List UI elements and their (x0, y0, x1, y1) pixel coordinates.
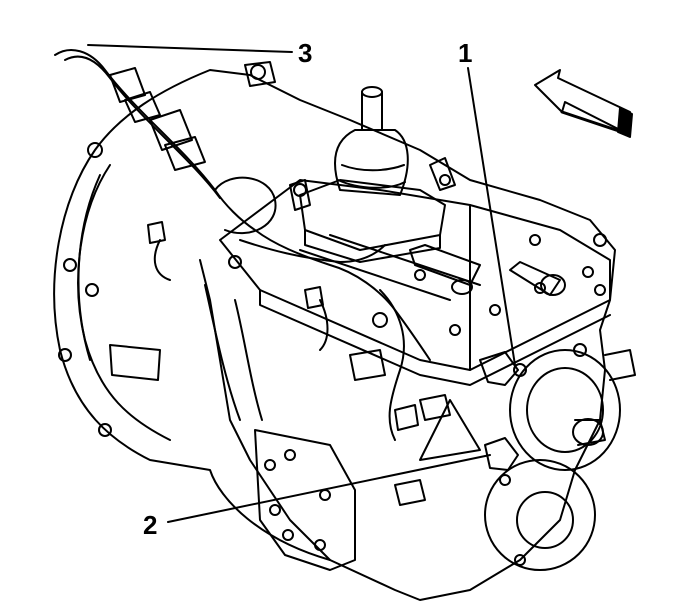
cover-bolt (450, 325, 460, 335)
cover-bolt (594, 234, 606, 246)
rear-bolt (515, 555, 525, 565)
cover-bolt (490, 305, 500, 315)
harness-branch (380, 290, 404, 440)
harness-main (55, 50, 430, 360)
extension-bolt (574, 344, 586, 356)
shifter-tab (430, 158, 455, 190)
harness-branch-2 (240, 240, 385, 262)
cutaway-triangle (420, 400, 480, 460)
harness-clip-bolt (229, 256, 241, 268)
shifter-boot-fold (338, 180, 405, 188)
sensor-1 (480, 352, 518, 385)
rear-housing-center (517, 492, 573, 548)
cover-bolt (440, 175, 450, 185)
side-cover-bolt (285, 450, 295, 460)
housing-window (110, 345, 160, 380)
callout-1: 1 (458, 38, 473, 68)
housing-bolt (86, 284, 98, 296)
shifter-lever (362, 92, 382, 130)
side-cover-bolt (265, 460, 275, 470)
side-cover-bolt (283, 530, 293, 540)
shifter-tab (290, 180, 310, 210)
shifter-lever-top (362, 87, 382, 97)
cover-cylinder (410, 245, 480, 285)
cover-bolt (530, 235, 540, 245)
extension-housing (510, 350, 620, 470)
harness-branch-3 (320, 300, 328, 350)
callout-2: 2 (143, 510, 158, 540)
harness-loop (215, 178, 276, 233)
cover-bolt (535, 283, 545, 293)
shifter-boot-fold (342, 165, 404, 170)
output-shaft-body (575, 420, 605, 445)
housing-bolt (64, 259, 76, 271)
extension-bolt (514, 364, 526, 376)
side-cover-bolt (320, 490, 330, 500)
side-cover (255, 430, 355, 570)
top-cover-rib (330, 235, 480, 285)
leader-line-1 (468, 68, 515, 365)
side-cover-bolt (270, 505, 280, 515)
cover-bolt (415, 270, 425, 280)
top-cover-edge (260, 290, 610, 385)
harness-clip (305, 287, 323, 308)
harness-connector (110, 68, 145, 102)
cover-boss (452, 280, 472, 294)
rear-housing (485, 460, 595, 570)
bell-housing-rim (78, 165, 170, 440)
harness-connector (150, 110, 192, 150)
shifter-base-edge (305, 230, 440, 262)
housing-bolt (251, 65, 265, 79)
housing-bolt (88, 143, 102, 157)
transmission-case (200, 260, 330, 560)
case-rib-2 (235, 300, 262, 420)
harness-clip-bolt (373, 313, 387, 327)
harness-connector (125, 92, 160, 122)
callout-3: 3 (298, 38, 313, 68)
sensor-2 (485, 438, 518, 470)
leader-line-3 (88, 45, 292, 52)
casting-pad (350, 350, 385, 380)
sensor-2-connector (395, 480, 425, 505)
harness-connector (165, 137, 205, 170)
housing-bolt (99, 424, 111, 436)
casting-pad (395, 405, 418, 430)
cover-boss (541, 275, 565, 295)
case-rib (205, 285, 240, 420)
sensor-connector (420, 395, 450, 420)
extension-arm (605, 350, 635, 380)
cover-bolt (595, 285, 605, 295)
extension-flange (527, 368, 603, 452)
housing-tab (245, 62, 275, 86)
rear-bolt (500, 475, 510, 485)
harness-clip (148, 222, 165, 243)
shifter-base (300, 180, 445, 250)
bell-housing-rim-2 (79, 175, 100, 360)
top-cover-rib (300, 250, 450, 300)
shifter-boot (335, 130, 408, 195)
housing-bolt (59, 349, 71, 361)
cover-cylinder (510, 262, 560, 295)
harness-branch-4 (155, 240, 170, 280)
cover-bolt (583, 267, 593, 277)
top-cover (220, 180, 610, 370)
leader-line-2 (168, 455, 490, 522)
bell-housing (54, 70, 615, 600)
harness-main-2 (65, 57, 220, 198)
view-direction-arrow-icon (535, 70, 632, 137)
side-cover-bolt (315, 540, 325, 550)
